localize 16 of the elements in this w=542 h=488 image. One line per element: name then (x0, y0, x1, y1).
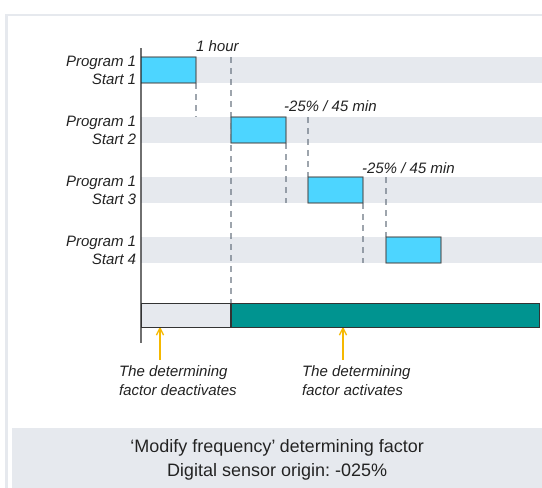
inactive-state-bar (141, 303, 231, 328)
callout-text: The determining factor deactivates (119, 362, 251, 400)
leader-arrow (338, 327, 348, 360)
row-label: Program 1 Start 3 (64, 173, 136, 209)
callout-text: The determining factor activates (302, 362, 434, 400)
row-label: Program 1 Start 2 (64, 113, 136, 149)
duration-label: 1 hour (196, 38, 239, 56)
row-label: Program 1 Start 4 (64, 233, 136, 269)
duration-label: -25% / 45 min (362, 160, 455, 178)
active-state-bar (231, 303, 540, 328)
caption-panel (12, 428, 542, 488)
leader-arrow (156, 327, 164, 360)
row-label: Program 1 Start 1 (64, 53, 136, 89)
caption-text: Digital sensor origin: -025% (166, 459, 388, 482)
duration-label: -25% / 45 min (284, 98, 377, 116)
caption-text: ‘Modify frequency’ determining factor (129, 435, 425, 458)
